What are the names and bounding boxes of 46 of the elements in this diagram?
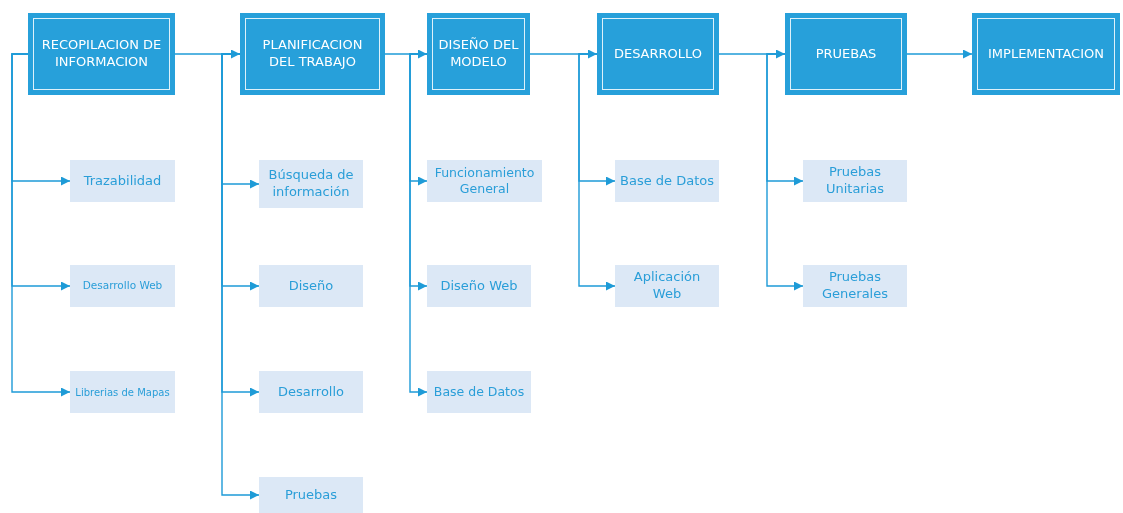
- arrow: [221, 53, 260, 500]
- box-label: RECOPILACION DE INFORMACION: [40, 37, 163, 71]
- task-box: [259, 265, 363, 307]
- box-label: PRUEBAS: [815, 45, 877, 63]
- phase-box: [785, 13, 907, 95]
- task-box: [259, 160, 363, 208]
- task-box: [70, 265, 175, 307]
- box-label: Diseño: [288, 277, 334, 295]
- box-label: Funcionamiento General: [433, 164, 536, 198]
- arrow: [578, 53, 616, 291]
- phase-box: [597, 13, 719, 95]
- box-label: Pruebas: [284, 486, 338, 504]
- box-label: Diseño Web: [440, 277, 518, 295]
- arrow: [409, 53, 428, 397]
- arrow: [11, 53, 71, 397]
- phase-box: [972, 13, 1120, 95]
- box-label: Aplicación Web: [632, 269, 702, 303]
- task-box: [427, 371, 531, 413]
- task-box: [615, 160, 719, 202]
- box-label: Base de Datos: [433, 383, 525, 401]
- box-label: Desarrollo Web: [82, 279, 163, 293]
- task-box: [803, 265, 907, 307]
- box-label: DESARROLLO: [613, 45, 703, 63]
- task-box: [803, 160, 907, 202]
- phase-box: [240, 13, 385, 95]
- box-label: Pruebas Generales: [821, 269, 889, 303]
- box-label: Pruebas Unitarias: [824, 164, 886, 198]
- phase-box: [28, 13, 175, 95]
- box-label: Librerias de Mapas: [75, 385, 170, 399]
- box-label: Búsqueda de información: [267, 167, 355, 201]
- arrow: [766, 53, 804, 291]
- box-label: DISEÑO DEL MODELO: [437, 37, 520, 71]
- task-box: [259, 371, 363, 413]
- box-label: PLANIFICACION DEL TRABAJO: [261, 37, 364, 71]
- box-label: Desarrollo: [277, 383, 345, 401]
- task-box: [615, 265, 719, 307]
- task-box: [259, 477, 363, 513]
- task-box: [70, 371, 175, 413]
- box-label: IMPLEMENTACION: [988, 45, 1104, 63]
- arrow: [906, 49, 973, 59]
- task-box: [427, 265, 531, 307]
- task-box: [427, 160, 542, 202]
- box-label: Base de Datos: [620, 172, 714, 190]
- phase-box: [427, 13, 530, 95]
- box-label: Trazabilidad: [83, 172, 162, 190]
- task-box: [70, 160, 175, 202]
